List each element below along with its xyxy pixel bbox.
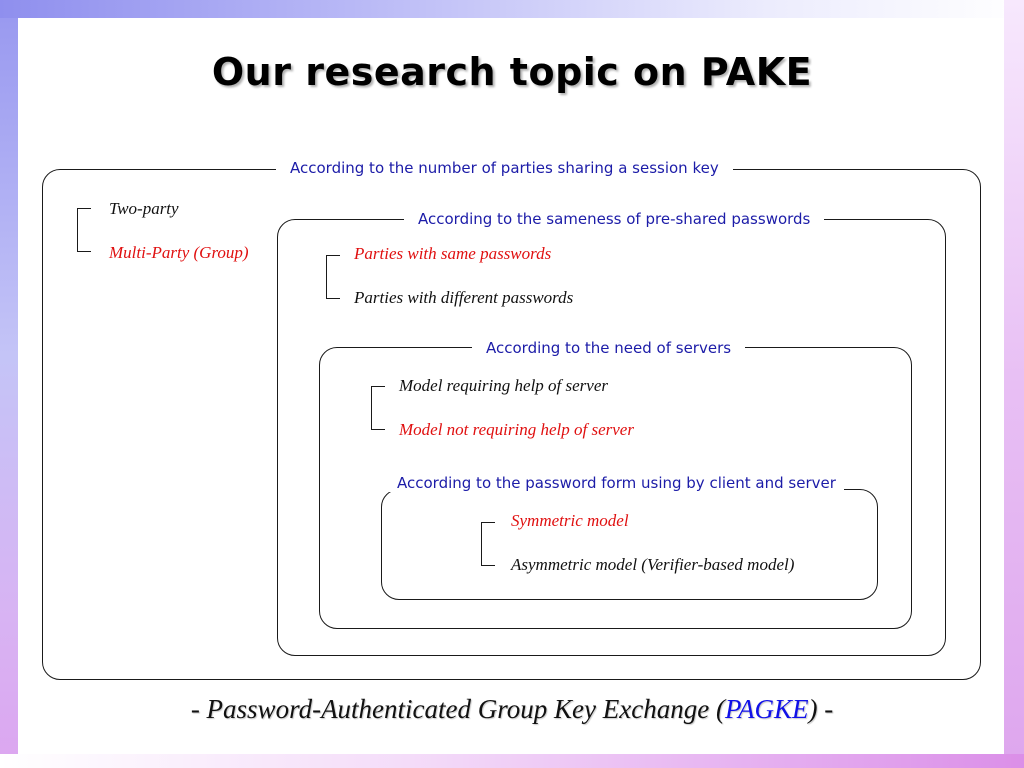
password-form-box: [381, 489, 878, 600]
slide-title: Our research topic on PAKE: [211, 50, 813, 94]
password-form-legend: According to the password form using by …: [389, 474, 844, 492]
password-form-item-asymmetric: Asymmetric model (Verifier-based model): [511, 555, 795, 574]
password-form-bracket: [481, 522, 495, 566]
slide-left-band: [0, 18, 18, 768]
servers-item-not-requiring: Model not requiring help of server: [399, 420, 634, 439]
footer-prefix: - Password-Authenticated Group Key Excha…: [190, 694, 725, 724]
passwords-item-different: Parties with different passwords: [354, 288, 574, 307]
servers-legend: According to the need of servers: [472, 339, 746, 357]
passwords-legend: According to the sameness of pre-shared …: [404, 210, 825, 228]
passwords-item-same: Parties with same passwords: [354, 244, 552, 263]
servers-bracket: [371, 386, 385, 430]
passwords-bracket: [326, 255, 340, 299]
footer-caption: - Password-Authenticated Group Key Excha…: [0, 694, 1024, 725]
parties-bracket: [77, 208, 91, 252]
parties-item-two-party: Two-party: [109, 199, 179, 218]
servers-item-requiring: Model requiring help of server: [399, 376, 608, 395]
slide-right-band: [1004, 0, 1024, 768]
slide-top-band: [0, 0, 1024, 18]
footer-acronym: PAGKE: [724, 694, 809, 724]
parties-legend: According to the number of parties shari…: [276, 159, 733, 177]
password-form-item-symmetric: Symmetric model: [511, 511, 629, 530]
footer-suffix: ) -: [808, 694, 834, 724]
slide-bottom-band: [0, 754, 1024, 768]
parties-item-multi-party: Multi-Party (Group): [109, 243, 249, 262]
